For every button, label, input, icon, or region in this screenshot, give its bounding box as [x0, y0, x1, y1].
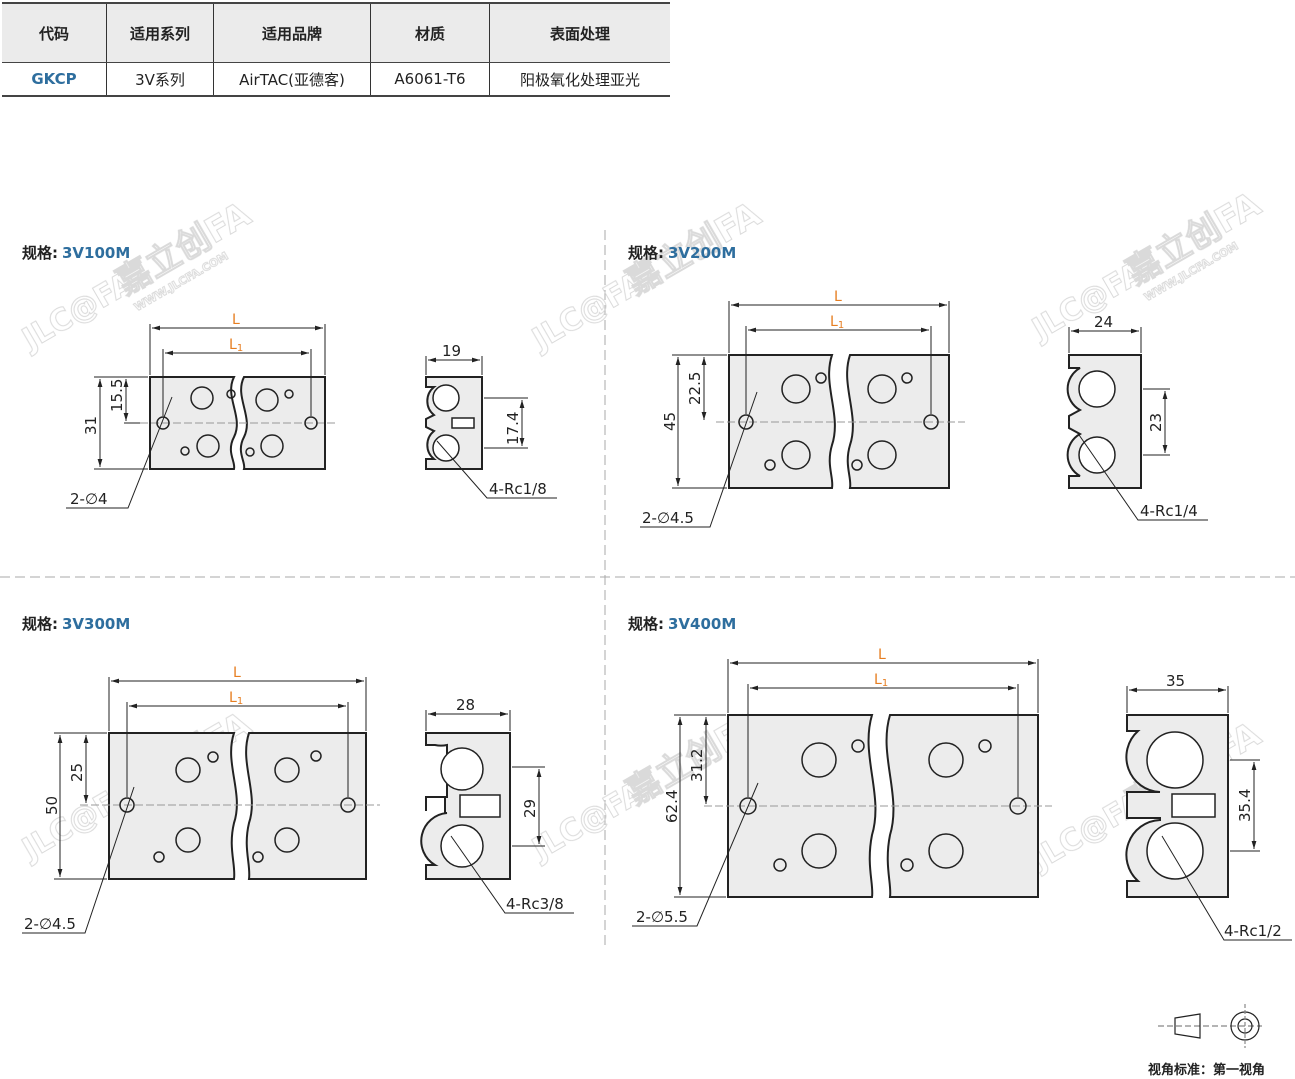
spec-label-3v100m: 规格:3V100M [22, 244, 130, 262]
projection-label: 视角标准：第一视角 [1148, 1062, 1265, 1078]
svg-text:L: L [233, 665, 241, 681]
table-cell: AirTAC(亚德客) [213, 62, 371, 97]
table-header: 适用品牌 [213, 2, 371, 63]
port-note: 4-Rc1/8 [489, 480, 547, 498]
table-cell: A6061-T6 [370, 62, 490, 97]
panel-3v100m: L L1 31 15.5 2-∅4 19 17.4 4-Rc1/8 [66, 312, 557, 509]
panel-3v300m: L L1 50 25 2-∅4.5 28 29 4-Rc3/8 [22, 665, 574, 934]
dim-half-height: 15.5 [108, 379, 126, 412]
svg-text:24: 24 [1094, 313, 1113, 331]
svg-text:L: L [878, 647, 886, 663]
svg-text:L1: L1 [830, 314, 844, 331]
svg-text:35: 35 [1166, 672, 1185, 690]
svg-text:4-Rc1/4: 4-Rc1/4 [1140, 502, 1198, 520]
table-header: 表面处理 [489, 2, 670, 63]
svg-text:22.5: 22.5 [686, 372, 704, 405]
dim-height: 31 [82, 416, 100, 435]
dim-L1: L1 [229, 337, 243, 354]
spec-label-3v200m: 规格:3V200M [628, 244, 736, 262]
svg-text:2-∅5.5: 2-∅5.5 [636, 908, 688, 926]
dim-port-pitch: 17.4 [504, 412, 522, 445]
table-header: 材质 [370, 2, 490, 63]
svg-text:2-∅4.5: 2-∅4.5 [24, 915, 76, 933]
svg-text:31.2: 31.2 [688, 749, 706, 782]
table-header-row: 代码 适用系列 适用品牌 材质 表面处理 [2, 2, 670, 63]
table-header: 适用系列 [106, 2, 214, 63]
first-angle-projection-icon [1158, 1004, 1262, 1048]
svg-text:L1: L1 [874, 672, 888, 689]
front-view [149, 376, 326, 470]
svg-text:2-∅4.5: 2-∅4.5 [642, 509, 694, 527]
svg-text:35.4: 35.4 [1236, 789, 1254, 822]
dim-width: 19 [442, 342, 461, 360]
spec-label-3v400m: 规格:3V400M [628, 615, 736, 633]
svg-text:L: L [834, 289, 842, 305]
svg-text:L1: L1 [229, 690, 243, 707]
side-view: 19 17.4 4-Rc1/8 [425, 342, 557, 499]
svg-text:28: 28 [456, 696, 475, 714]
table-cell: GKCP [2, 62, 107, 97]
svg-text:23: 23 [1147, 413, 1165, 432]
table-header: 代码 [2, 2, 107, 63]
panel-3v400m: L L1 62.4 31.2 2-∅5.5 35 35.4 4-Rc1/2 [632, 647, 1292, 941]
dim-L: L [232, 312, 240, 328]
svg-text:29: 29 [521, 799, 539, 818]
table-cell: 阳极氧化处理亚光 [489, 62, 670, 97]
spec-table: 代码 适用系列 适用品牌 材质 表面处理 GKCP 3V系列 AirTAC(亚德… [2, 2, 670, 97]
table-row: GKCP 3V系列 AirTAC(亚德客) A6061-T6 阳极氧化处理亚光 [2, 62, 670, 97]
svg-text:62.4: 62.4 [663, 790, 681, 823]
svg-text:4-Rc1/2: 4-Rc1/2 [1224, 922, 1282, 940]
table-cell: 3V系列 [106, 62, 214, 97]
svg-text:25: 25 [68, 763, 86, 782]
svg-text:50: 50 [43, 796, 61, 815]
svg-text:45: 45 [661, 412, 679, 431]
hole-note: 2-∅4 [70, 490, 108, 508]
panel-3v200m: L L1 45 22.5 2-∅4.5 24 23 4-Rc1/4 [640, 289, 1208, 528]
spec-label-3v300m: 规格:3V300M [22, 615, 130, 633]
svg-text:4-Rc3/8: 4-Rc3/8 [506, 895, 564, 913]
